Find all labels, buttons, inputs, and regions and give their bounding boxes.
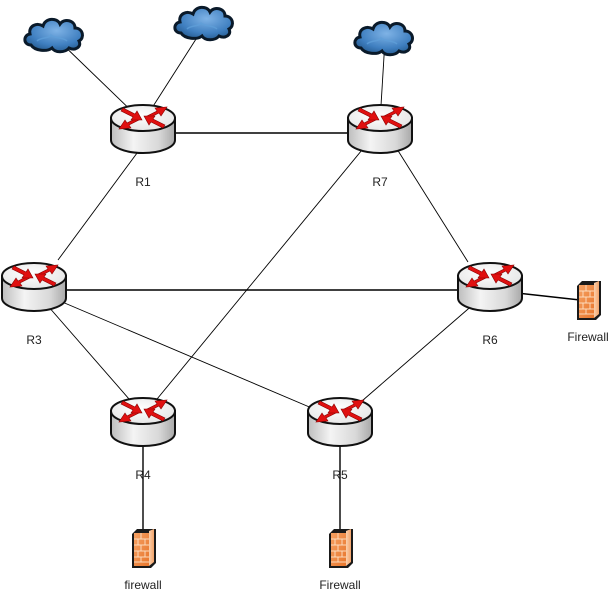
router-r5[interactable]: R5 [307, 397, 373, 482]
firewall-fw5[interactable]: Firewall [319, 528, 361, 592]
router-icon [110, 397, 176, 447]
router-r1[interactable]: R1 [110, 104, 176, 189]
link-r7-r4 [147, 121, 386, 411]
firewall-fw6[interactable]: Firewall [567, 280, 609, 344]
firewall-label: Firewall [567, 330, 608, 344]
router-icon [347, 104, 413, 154]
router-label: R4 [135, 468, 151, 482]
link-r6-r5 [339, 289, 491, 421]
router-label: R1 [135, 175, 151, 189]
cloud-icon[interactable] [173, 5, 234, 42]
firewall-icon [328, 528, 354, 569]
link-r3-r5 [33, 289, 341, 421]
router-label: R7 [372, 175, 388, 189]
router-r4[interactable]: R4 [110, 397, 176, 482]
router-icon [307, 397, 373, 447]
router-label: R3 [26, 333, 42, 347]
cloud-icon[interactable] [353, 20, 414, 57]
router-label: R6 [482, 333, 498, 347]
firewall-fw4[interactable]: firewall [124, 528, 162, 592]
router-icon [110, 104, 176, 154]
router-icon [1, 262, 67, 312]
router-r3[interactable]: R3 [1, 262, 67, 347]
router-r6[interactable]: R6 [457, 262, 523, 347]
router-icon [457, 262, 523, 312]
cloud-icon[interactable] [23, 17, 84, 54]
firewall-label: Firewall [319, 578, 360, 592]
router-label: R5 [332, 468, 348, 482]
router-r7[interactable]: R7 [347, 104, 413, 189]
firewall-icon [576, 280, 602, 321]
firewall-icon [131, 528, 157, 569]
firewall-label: firewall [124, 578, 161, 592]
link-r3-r4 [33, 289, 144, 416]
